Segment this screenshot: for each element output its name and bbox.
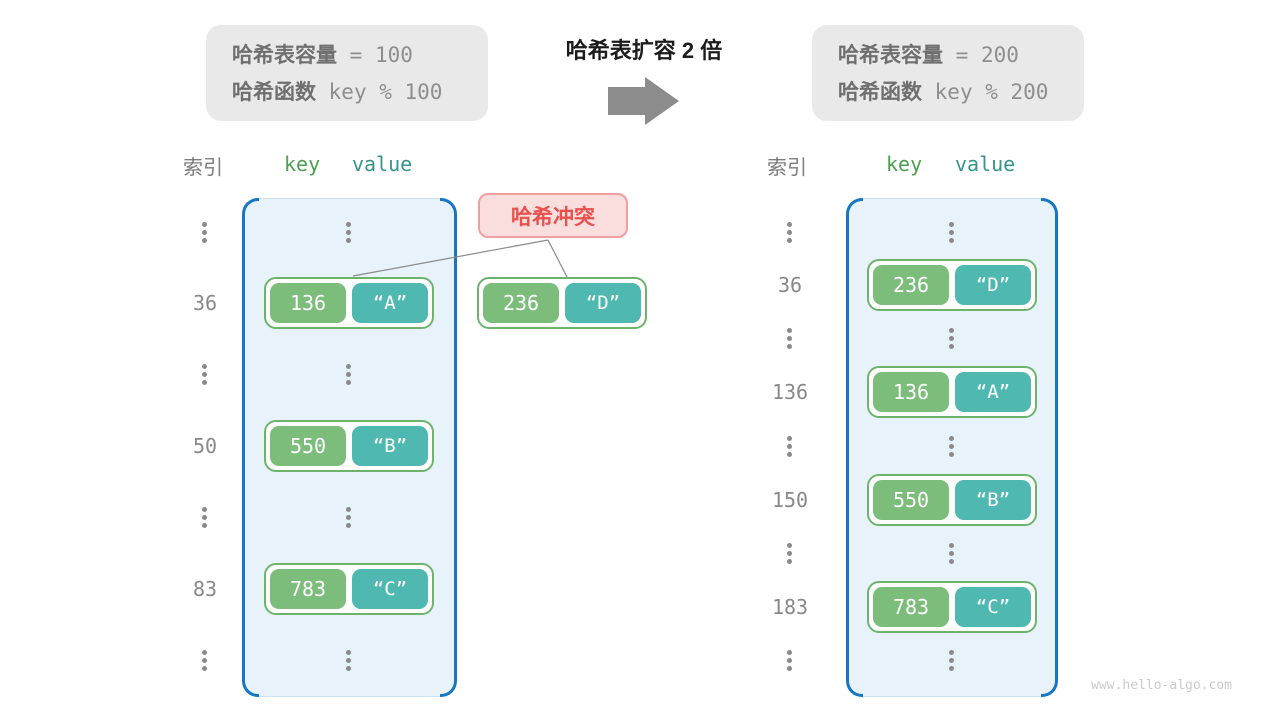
value-box: “A” — [955, 372, 1031, 412]
ellipsis-dots — [787, 650, 792, 671]
table-bracket-left — [846, 198, 863, 697]
ellipsis-dots — [949, 543, 954, 564]
left-index-header: 索引 — [183, 157, 223, 179]
index-label: 50 — [192, 434, 218, 458]
hash-collision-label: 哈希冲突 — [478, 193, 628, 238]
ellipsis-dots — [787, 436, 792, 457]
capacity-value-text: = 200 — [955, 43, 1019, 67]
right-value-header: value — [955, 152, 1016, 176]
capacity-value — [337, 43, 350, 67]
hashfn-value — [922, 80, 935, 104]
left-hashfn-line: 哈希函数 key % 100 — [232, 74, 488, 111]
value-box: “A” — [352, 283, 428, 323]
key-box: 783 — [270, 569, 346, 609]
table-bracket-left — [242, 198, 259, 697]
left-key-header: key — [284, 152, 321, 176]
kv-pair: 550 “B” — [867, 474, 1037, 526]
ellipsis-dots — [949, 650, 954, 671]
value-box: “C” — [352, 569, 428, 609]
ellipsis-dots — [949, 436, 954, 457]
right-capacity-line: 哈希表容量 = 200 — [838, 37, 1084, 74]
ellipsis-dots — [346, 364, 351, 385]
diagram-title: 哈希表扩容 2 倍 — [565, 38, 723, 63]
capacity-label: 哈希表容量 — [838, 44, 943, 67]
kv-pair: 236 “D” — [867, 259, 1037, 311]
key-box: 550 — [873, 480, 949, 520]
table-bracket-right — [440, 198, 457, 697]
key-box: 550 — [270, 426, 346, 466]
ellipsis-dots — [787, 222, 792, 243]
right-hashfn-line: 哈希函数 key % 200 — [838, 74, 1084, 111]
value-box: “D” — [565, 283, 641, 323]
hashfn-value-text: key % 100 — [328, 80, 443, 104]
kv-pair: 783 “C” — [867, 581, 1037, 633]
kv-pair: 783 “C” — [264, 563, 434, 615]
right-info-box: 哈希表容量 = 200 哈希函数 key % 200 — [812, 25, 1084, 121]
hashfn-label: 哈希函数 — [838, 81, 922, 104]
index-label: 136 — [771, 380, 809, 404]
index-label: 36 — [192, 291, 218, 315]
hashfn-value — [316, 80, 329, 104]
collision-kv-pair: 236 “D” — [477, 277, 647, 329]
ellipsis-dots — [949, 222, 954, 243]
watermark: www.hello-algo.com — [1091, 678, 1232, 693]
left-capacity-line: 哈希表容量 = 100 — [232, 37, 488, 74]
index-label: 183 — [771, 595, 809, 619]
key-box: 136 — [270, 283, 346, 323]
kv-pair: 136 “A” — [867, 366, 1037, 418]
value-box: “B” — [352, 426, 428, 466]
value-box: “B” — [955, 480, 1031, 520]
ellipsis-dots — [346, 507, 351, 528]
ellipsis-dots — [949, 328, 954, 349]
key-box: 136 — [873, 372, 949, 412]
key-box: 783 — [873, 587, 949, 627]
ellipsis-dots — [202, 650, 207, 671]
kv-pair: 550 “B” — [264, 420, 434, 472]
ellipsis-dots — [202, 222, 207, 243]
left-value-header: value — [352, 152, 413, 176]
capacity-label: 哈希表容量 — [232, 44, 337, 67]
kv-pair: 136 “A” — [264, 277, 434, 329]
index-label: 150 — [771, 488, 809, 512]
hashfn-value-text: key % 200 — [934, 80, 1049, 104]
index-label: 36 — [777, 273, 803, 297]
right-key-header: key — [886, 152, 923, 176]
right-index-header: 索引 — [767, 157, 807, 179]
key-box: 236 — [483, 283, 559, 323]
left-info-box: 哈希表容量 = 100 哈希函数 key % 100 — [206, 25, 488, 121]
ellipsis-dots — [346, 650, 351, 671]
ellipsis-dots — [346, 222, 351, 243]
ellipsis-dots — [202, 364, 207, 385]
capacity-value-text: = 100 — [349, 43, 413, 67]
key-box: 236 — [873, 265, 949, 305]
ellipsis-dots — [202, 507, 207, 528]
expand-arrow-icon — [608, 77, 679, 125]
index-label: 83 — [192, 577, 218, 601]
table-bracket-right — [1041, 198, 1058, 697]
value-box: “D” — [955, 265, 1031, 305]
value-box: “C” — [955, 587, 1031, 627]
hashfn-label: 哈希函数 — [232, 81, 316, 104]
ellipsis-dots — [787, 328, 792, 349]
capacity-value — [943, 43, 956, 67]
ellipsis-dots — [787, 543, 792, 564]
